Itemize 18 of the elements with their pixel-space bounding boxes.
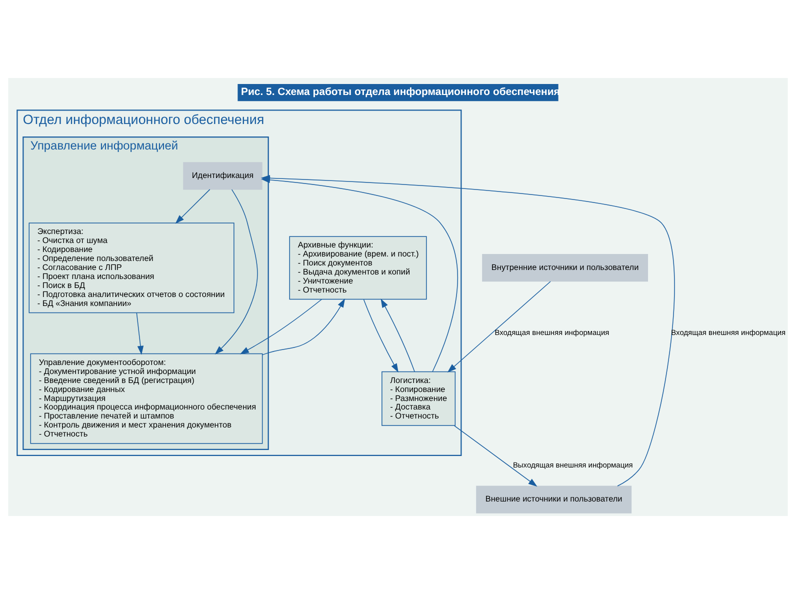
- arrow: [136, 312, 144, 355]
- arrow: [380, 298, 415, 372]
- node-box: Внутренние источники и пользователи: [482, 254, 648, 282]
- node-box: Идентификация: [183, 162, 262, 190]
- edge-label: Входящая внешняя информация: [494, 328, 610, 338]
- node-box: Архивные функции: - Архивирование (врем. и пост.) - Поиск документов - Выдача документов и копий - Уничтожение - Отчетность: [289, 236, 427, 300]
- arrow: [447, 281, 551, 372]
- arrow: [214, 189, 258, 355]
- edge-label: Выходящая внешняя информация: [512, 460, 633, 470]
- node-box: Экспертиза: - Очистка от шума - Кодирование - Определение пользователей - Согласование с ЛПР - Проект плана использования - Поиск в БД - Подготовка аналитических отчетов о состоянии - БД «Знания компании»: [28, 222, 234, 314]
- arrow: [454, 425, 538, 487]
- arrow: [262, 298, 346, 356]
- node-box: Логистика: - Копирование - Размножение - Доставка - Отчетность: [382, 371, 456, 426]
- arrow: [175, 189, 210, 224]
- node-box: Управление документооборотом: - Документирование устной информации - Введение сведений в БД (регистрация) - Кодирование данных - Маршрутизация - Координация процесса информационного обеспечения - Проставление печатей и штампов - Контроль движения и мест хранения документов - Отчетность: [30, 353, 263, 444]
- node-box: Внешние источники и пользователи: [476, 486, 632, 514]
- arrow: [363, 299, 398, 373]
- arrow: [240, 298, 322, 354]
